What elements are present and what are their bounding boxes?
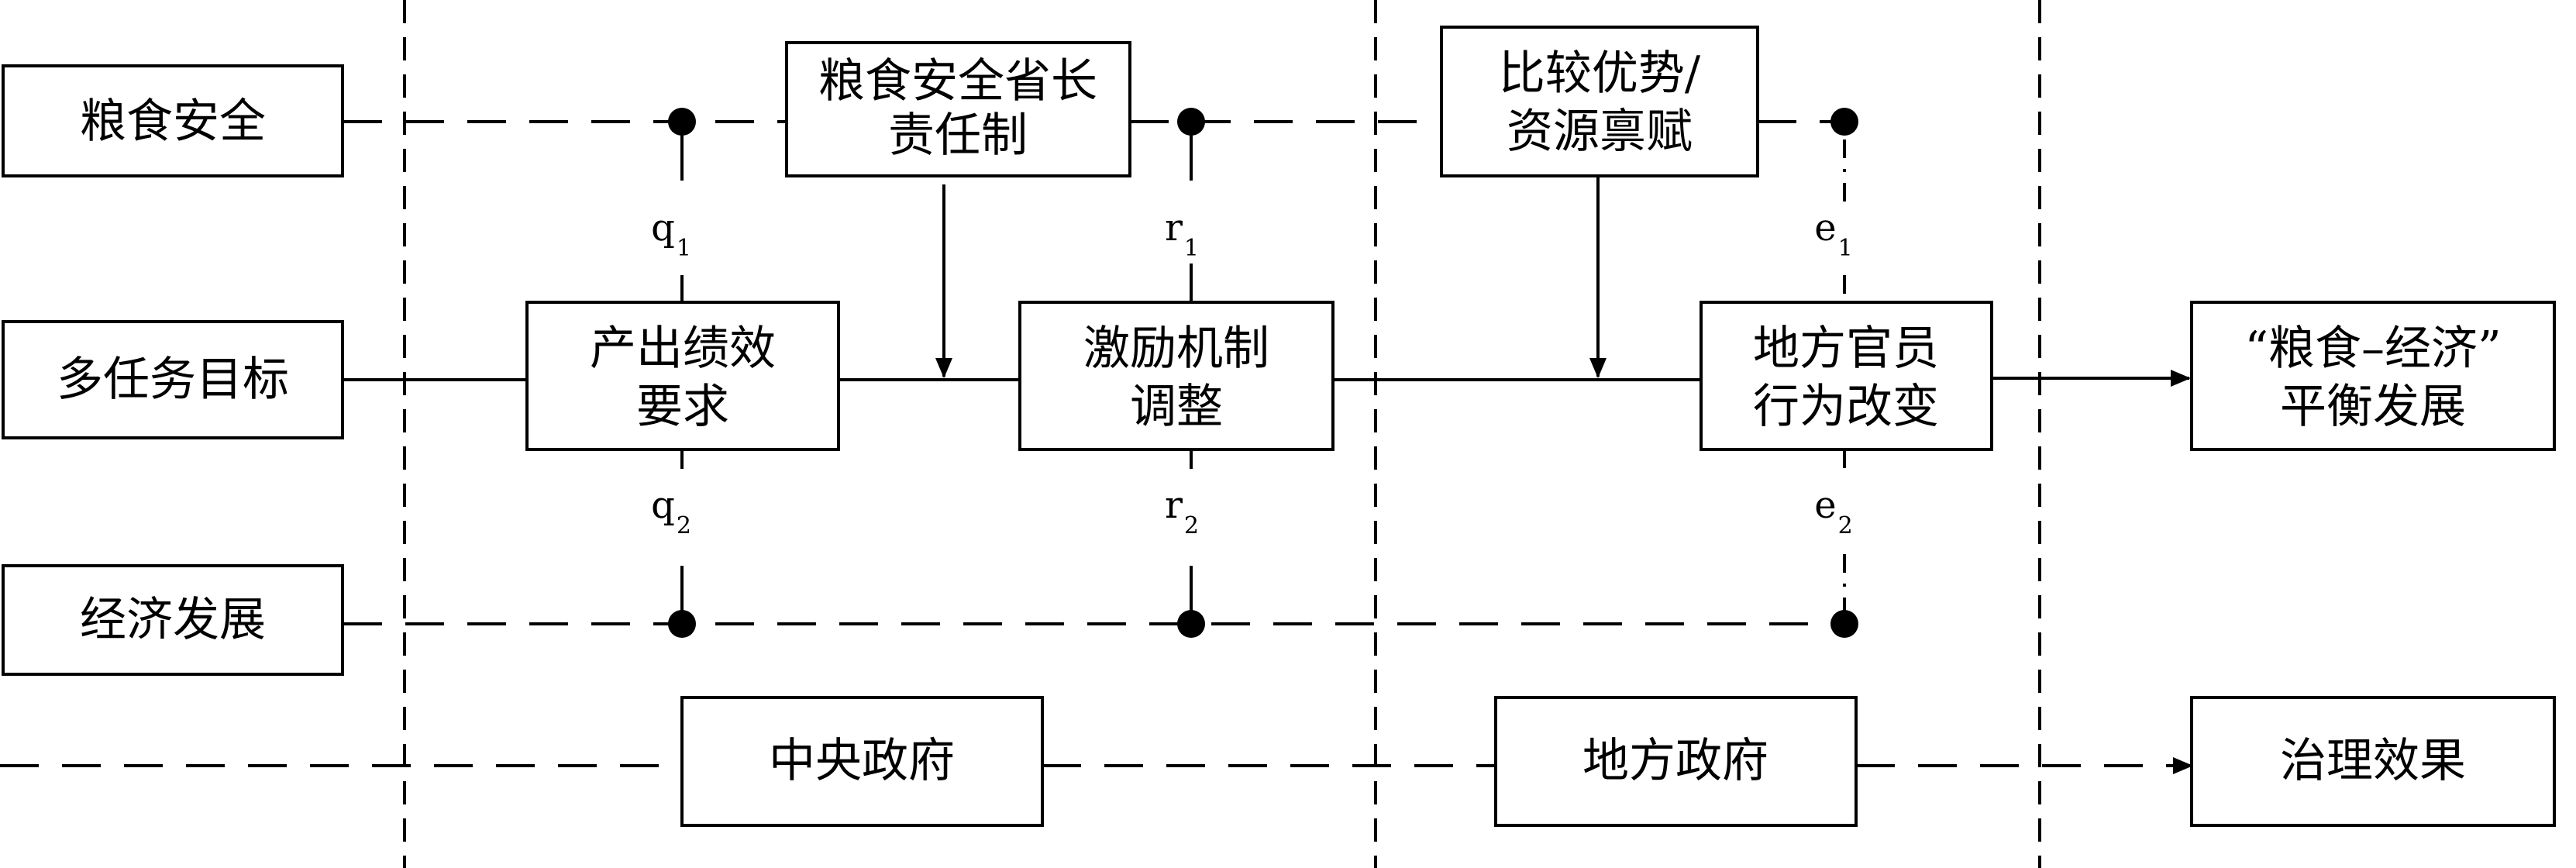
comparative-line-1: 比较优势/ — [1499, 46, 1701, 101]
dot-r1 — [1177, 108, 1205, 136]
output-line-2: 要求 — [636, 380, 729, 434]
label-e2: e2 — [1814, 484, 1853, 539]
dot-e1 — [1830, 108, 1858, 136]
link-labels: q1 q2 r1 r2 e1 e2 — [651, 206, 1853, 539]
governor-line-2: 责任制 — [888, 108, 1028, 163]
label-q2: q2 — [651, 484, 691, 539]
label-food-security: 粮食安全 — [80, 95, 266, 149]
box-economic-dev: 经济发展 — [2, 564, 344, 676]
label-economic-dev: 经济发展 — [80, 593, 266, 647]
box-governor-responsibility: 粮食安全省长 责任制 — [785, 41, 1131, 177]
box-balanced-development: “粮食–经济” 平衡发展 — [2190, 301, 2556, 451]
label-governance-effect: 治理效果 — [2280, 734, 2466, 788]
label-q1: q1 — [651, 206, 691, 262]
official-line-2: 行为改变 — [1753, 380, 1939, 434]
box-food-security: 粮食安全 — [2, 64, 344, 177]
junction-dots — [668, 108, 1858, 638]
incentive-line-2: 调整 — [1130, 380, 1223, 434]
box-output-requirement: 产出绩效 要求 — [525, 301, 840, 451]
box-official-behavior: 地方官员 行为改变 — [1700, 301, 1993, 451]
box-local-government: 地方政府 — [1494, 696, 1858, 827]
box-governance-effect: 治理效果 — [2190, 696, 2556, 827]
dot-q2 — [668, 610, 696, 638]
label-multi-task: 多任务目标 — [57, 353, 289, 407]
label-local-government: 地方政府 — [1582, 734, 1768, 788]
comparative-line-2: 资源禀赋 — [1507, 105, 1693, 159]
balance-line-2: 平衡发展 — [2280, 380, 2466, 434]
dot-e2 — [1830, 610, 1858, 638]
official-line-1: 地方官员 — [1753, 322, 1939, 376]
box-multi-task: 多任务目标 — [2, 320, 344, 439]
label-central-government: 中央政府 — [769, 734, 955, 788]
box-comparative-advantage: 比较优势/ 资源禀赋 — [1440, 26, 1759, 177]
label-r1: r1 — [1165, 206, 1199, 262]
governor-line-1: 粮食安全省长 — [818, 54, 1097, 108]
balance-line-1: “粮食–经济” — [2244, 322, 2501, 376]
box-central-government: 中央政府 — [680, 696, 1044, 827]
output-line-1: 产出绩效 — [590, 322, 776, 376]
incentive-line-1: 激励机制 — [1083, 322, 1269, 376]
label-r2: r2 — [1165, 484, 1199, 539]
label-e1: e1 — [1814, 206, 1853, 262]
section-dividers — [403, 0, 2041, 868]
dot-q1 — [668, 108, 696, 136]
dot-r2 — [1177, 610, 1205, 638]
box-incentive-mechanism: 激励机制 调整 — [1018, 301, 1334, 451]
